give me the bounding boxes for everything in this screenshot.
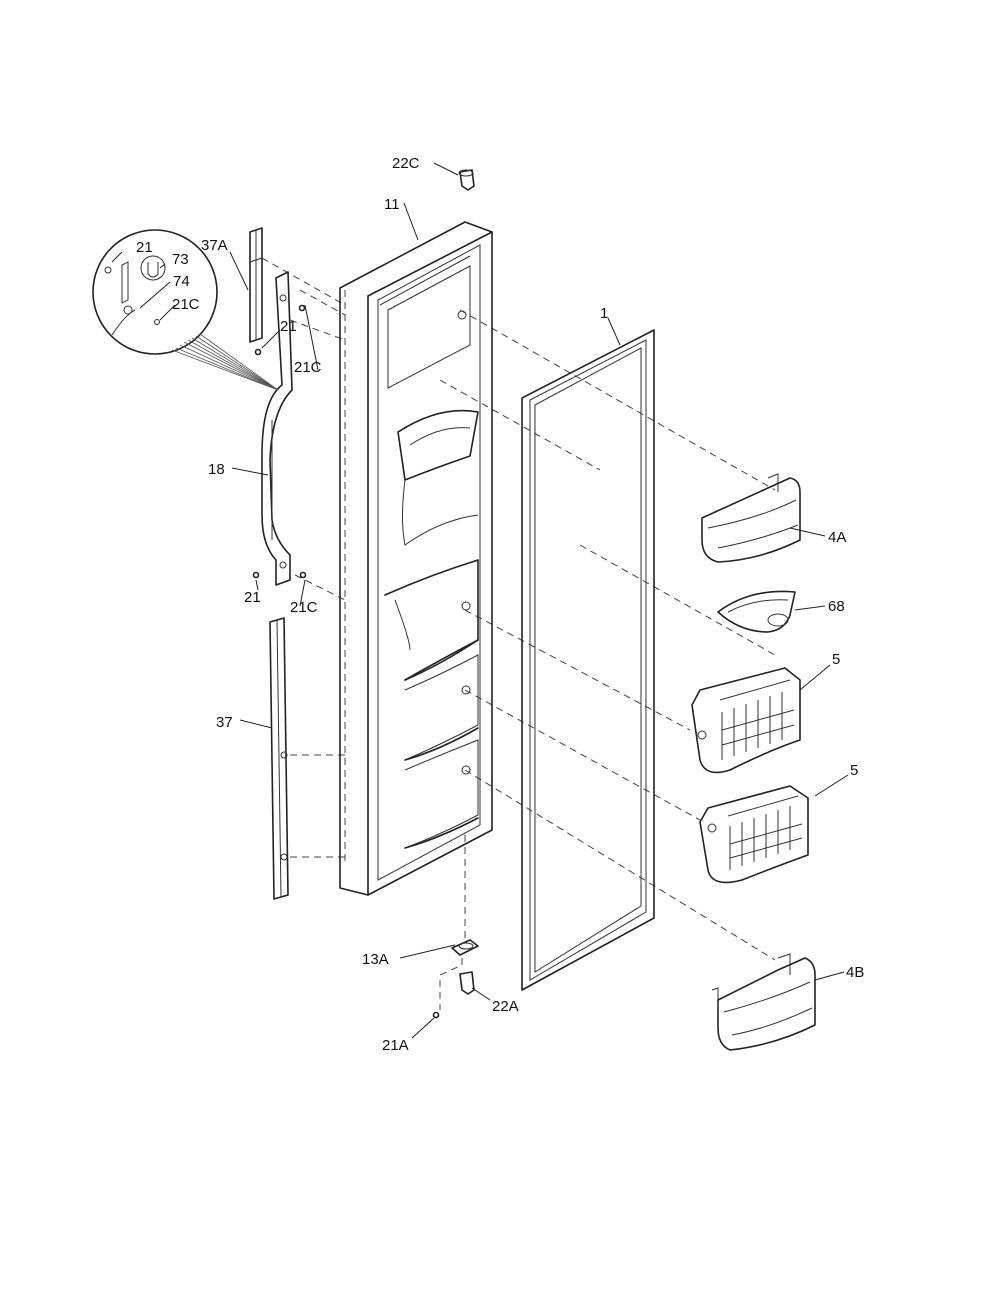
- door-bin-4A: [701, 473, 801, 563]
- ice-cup-68: [717, 590, 796, 633]
- assembly-guide-lines: [261, 257, 776, 961]
- leader-lines: [111, 162, 849, 1039]
- callout-21-top: 21: [280, 318, 297, 335]
- callout-22A: 22A: [492, 998, 519, 1015]
- basket-5-upper: [691, 667, 801, 774]
- callout-21-bottom: 21: [244, 589, 261, 606]
- callout-22C: 22C: [392, 155, 420, 172]
- callout-21-detail: 21: [136, 239, 153, 256]
- screws-21-21C: [252, 304, 307, 579]
- callout-21C-bottom: 21C: [290, 599, 318, 616]
- callout-37A: 37A: [201, 237, 228, 254]
- callout-labels: 22C 11 37A 21 73 74 21C 21 21C 1 18 4A 6…: [136, 155, 864, 1054]
- detail-callout-circle: [92, 229, 218, 355]
- callout-74: 74: [173, 273, 190, 290]
- callout-21C-detail: 21C: [172, 296, 200, 313]
- callout-73: 73: [172, 251, 189, 268]
- callout-21C-top: 21C: [294, 359, 322, 376]
- screw-21A: [432, 1011, 440, 1019]
- trim-37: [269, 617, 289, 900]
- detail-leader-hatch: [171, 333, 279, 391]
- door-liner-11: [339, 221, 493, 896]
- handle-18: [261, 271, 293, 586]
- trim-37A: [249, 227, 263, 343]
- bottom-hinge-13A: [439, 939, 479, 1010]
- callout-68: 68: [828, 598, 845, 615]
- callout-5-upper: 5: [832, 651, 840, 668]
- basket-5-lower: [699, 785, 809, 884]
- callout-4B: 4B: [846, 964, 864, 981]
- callout-13A: 13A: [362, 951, 389, 968]
- callout-21A: 21A: [382, 1037, 409, 1054]
- callout-1: 1: [600, 305, 608, 322]
- hinge-pin-22C: [458, 169, 475, 191]
- callout-37: 37: [216, 714, 233, 731]
- callout-11: 11: [384, 196, 400, 213]
- door-bin-4B: [711, 953, 816, 1051]
- callout-18: 18: [208, 461, 225, 478]
- callout-5-lower: 5: [850, 762, 858, 779]
- hinge-pin-22A: [459, 971, 475, 995]
- door-gasket-1: [521, 329, 655, 991]
- callout-4A: 4A: [828, 529, 846, 546]
